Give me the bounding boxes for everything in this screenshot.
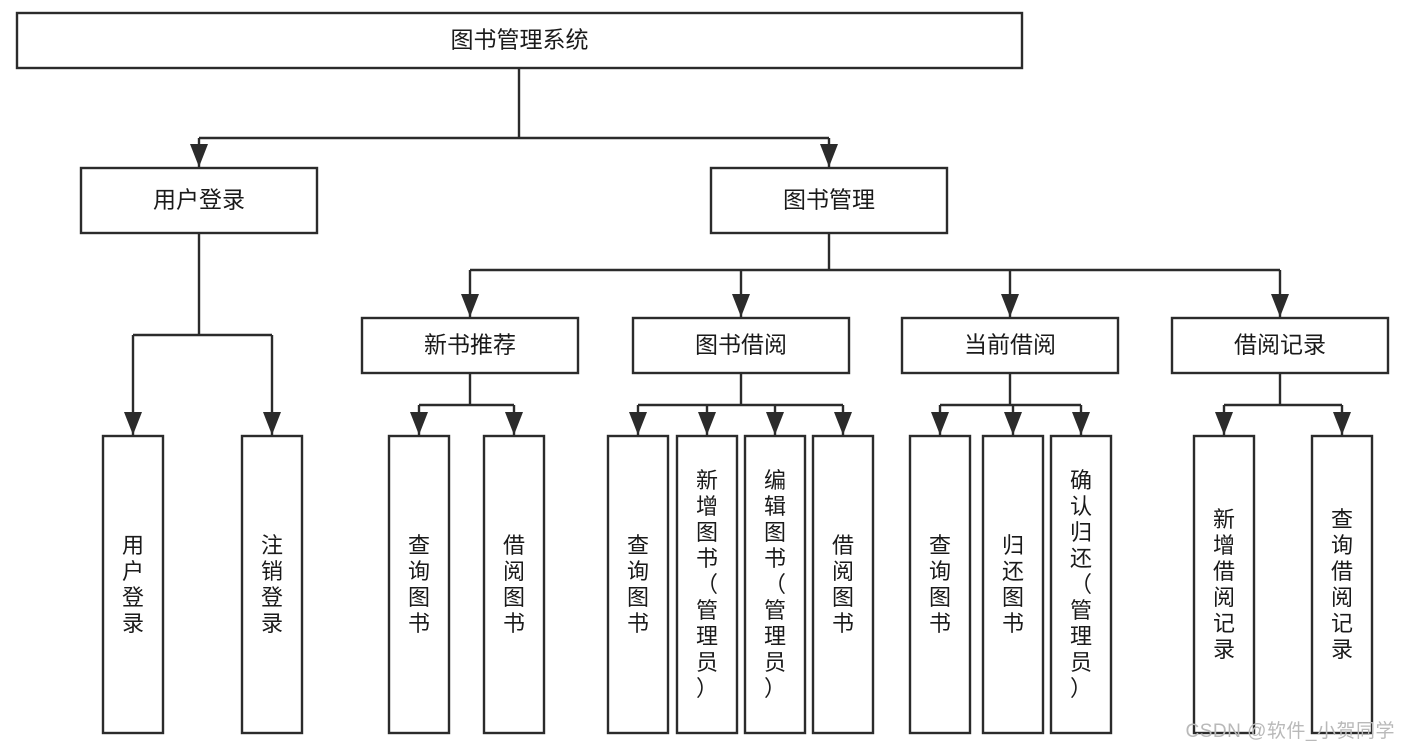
arrow-head-icon [1333,412,1351,435]
node-box-leaf-add-book[interactable] [675,434,739,735]
arrow-head-icon [124,412,142,435]
node-label-leaf-logout: 注销登录 [261,533,283,636]
node-leaf-add-book[interactable]: 新增图书（管理员） [675,434,739,735]
node-book-manage[interactable]: 图书管理 [709,166,949,235]
node-leaf-user-login[interactable]: 用户登录 [101,434,165,735]
arrow-head-icon [834,412,852,435]
node-label-leaf-edit-book: 编辑图书（管理员） [764,468,786,701]
node-box-leaf-query-book-1[interactable] [387,434,451,735]
arrow-head-icon [461,294,479,317]
arrow-head-icon [1215,412,1233,435]
node-box-leaf-borrow-book-1[interactable] [482,434,546,735]
arrow-head-icon [766,412,784,435]
node-user-login[interactable]: 用户登录 [79,166,319,235]
node-box-leaf-edit-book[interactable] [743,434,807,735]
node-borrow-record[interactable]: 借阅记录 [1170,316,1390,375]
node-leaf-borrow-book-1[interactable]: 借阅图书 [482,434,546,735]
node-label-root: 图书管理系统 [451,27,589,53]
node-current-borrow[interactable]: 当前借阅 [900,316,1120,375]
arrow-head-icon [263,412,281,435]
node-leaf-query-record[interactable]: 查询借阅记录 [1310,434,1374,735]
node-box-book-borrow[interactable] [631,316,851,375]
node-leaf-query-book-3[interactable]: 查询图书 [908,434,972,735]
node-box-leaf-query-book-2[interactable] [606,434,670,735]
node-box-new-book-rec[interactable] [360,316,580,375]
node-leaf-logout[interactable]: 注销登录 [240,434,304,735]
arrow-head-icon [410,412,428,435]
node-label-leaf-query-book-3: 查询图书 [929,533,951,636]
node-box-leaf-add-record[interactable] [1192,434,1256,735]
node-label-leaf-query-book-2: 查询图书 [627,533,649,636]
node-label-leaf-borrow-book-2: 借阅图书 [832,533,854,636]
node-root[interactable]: 图书管理系统 [15,11,1024,70]
arrow-head-icon [505,412,523,435]
node-label-leaf-query-record: 查询借阅记录 [1331,507,1353,662]
arrow-head-icon [1271,294,1289,317]
node-label-book-borrow: 图书借阅 [695,332,787,358]
arrow-head-icon [698,412,716,435]
node-box-leaf-query-record[interactable] [1310,434,1374,735]
node-leaf-query-book-1[interactable]: 查询图书 [387,434,451,735]
node-box-current-borrow[interactable] [900,316,1120,375]
node-new-book-rec[interactable]: 新书推荐 [360,316,580,375]
arrow-head-icon [1004,412,1022,435]
connector-layer [124,68,1351,435]
node-box-leaf-user-login[interactable] [101,434,165,735]
node-box-borrow-record[interactable] [1170,316,1390,375]
node-label-leaf-user-login: 用户登录 [122,533,144,636]
arrow-head-icon [820,144,838,167]
node-layer: 图书管理系统用户登录图书管理新书推荐图书借阅当前借阅借阅记录用户登录注销登录查询… [15,11,1390,735]
arrow-head-icon [1001,294,1019,317]
arrow-head-icon [732,294,750,317]
node-box-leaf-borrow-book-2[interactable] [811,434,875,735]
node-label-leaf-query-book-1: 查询图书 [408,533,430,636]
node-box-leaf-return-book[interactable] [981,434,1045,735]
node-label-user-login: 用户登录 [153,187,245,213]
node-label-leaf-add-book: 新增图书（管理员） [696,468,718,701]
node-box-leaf-logout[interactable] [240,434,304,735]
node-leaf-add-record[interactable]: 新增借阅记录 [1192,434,1256,735]
node-box-book-manage[interactable] [709,166,949,235]
node-leaf-confirm-return[interactable]: 确认归还（管理员） [1049,434,1113,735]
node-label-book-manage: 图书管理 [783,187,875,213]
node-label-leaf-borrow-book-1: 借阅图书 [503,533,525,636]
node-book-borrow[interactable]: 图书借阅 [631,316,851,375]
node-box-leaf-query-book-3[interactable] [908,434,972,735]
node-leaf-query-book-2[interactable]: 查询图书 [606,434,670,735]
node-leaf-edit-book[interactable]: 编辑图书（管理员） [743,434,807,735]
arrow-head-icon [629,412,647,435]
node-label-leaf-confirm-return: 确认归还（管理员） [1070,468,1092,701]
node-box-user-login[interactable] [79,166,319,235]
node-leaf-return-book[interactable]: 归还图书 [981,434,1045,735]
node-label-current-borrow: 当前借阅 [964,332,1056,358]
node-label-leaf-add-record: 新增借阅记录 [1213,507,1235,662]
node-box-leaf-confirm-return[interactable] [1049,434,1113,735]
node-box-root[interactable] [15,11,1024,70]
node-label-borrow-record: 借阅记录 [1234,332,1326,358]
node-leaf-borrow-book-2[interactable]: 借阅图书 [811,434,875,735]
arrow-head-icon [190,144,208,167]
arrow-head-icon [1072,412,1090,435]
arrow-head-icon [931,412,949,435]
node-label-new-book-rec: 新书推荐 [424,332,516,358]
node-label-leaf-return-book: 归还图书 [1002,533,1024,636]
